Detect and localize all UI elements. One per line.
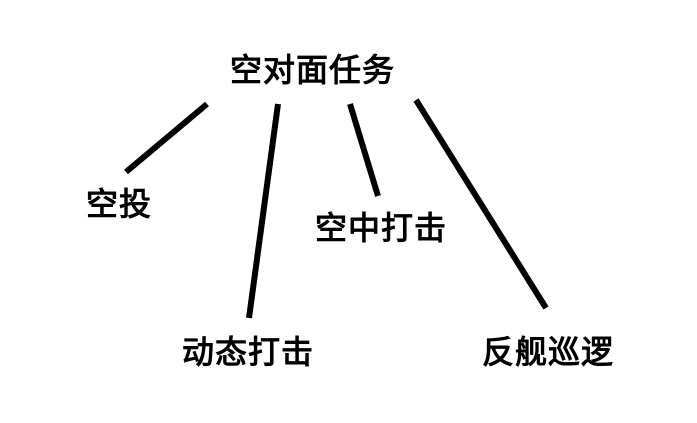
connector-dynamic-strike [246, 103, 281, 319]
root-node-label: 空对面任务 [230, 51, 396, 89]
connector-air-strike [347, 103, 381, 197]
child-node-anti-ship-patrol: 反舰巡逻 [482, 333, 615, 371]
connector-airdrop [124, 101, 209, 175]
child-node-air-strike: 空中打击 [315, 209, 448, 247]
child-node-airdrop: 空投 [86, 185, 153, 223]
connector-anti-ship-patrol [413, 98, 549, 310]
child-node-dynamic-strike: 动态打击 [182, 333, 315, 371]
